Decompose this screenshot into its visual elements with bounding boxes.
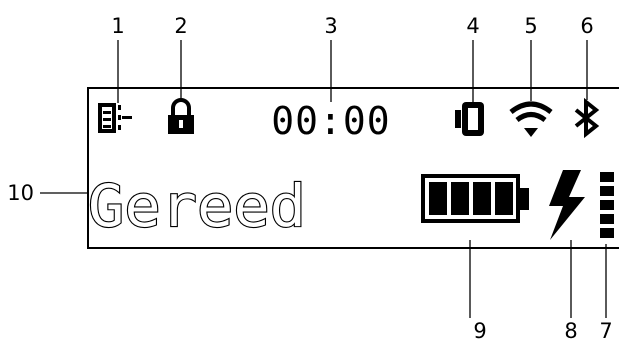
battery-cell [429,182,447,215]
callout-number-5: 5 [524,14,537,38]
battery-cell [473,182,491,215]
print-data-icon [98,103,132,133]
callout-number-6: 6 [580,14,593,38]
lock-icon [168,98,194,134]
callout-number-2: 2 [174,14,187,38]
battery-icon [421,174,529,223]
battery-cell [451,182,469,215]
callout-number-8: 8 [564,319,577,343]
leader-lines [40,40,607,318]
bluetooth-device-icon [455,102,484,136]
lcd-frame [87,87,619,249]
callout-number-7: 7 [599,319,612,343]
status-text: Gereed [88,172,306,240]
battery-cells [429,182,513,215]
clock-display: 00:00 [271,99,390,143]
charging-icon [549,170,585,240]
wifi-icon [509,101,553,137]
signal-level-icon [600,172,614,238]
callout-number-1: 1 [111,14,124,38]
battery-cell [495,182,513,215]
bluetooth-icon [574,97,600,139]
callout-number-3: 3 [324,14,337,38]
callout-number-9: 9 [473,319,486,343]
callout-number-10: 10 [7,181,34,205]
callout-number-4: 4 [466,14,479,38]
